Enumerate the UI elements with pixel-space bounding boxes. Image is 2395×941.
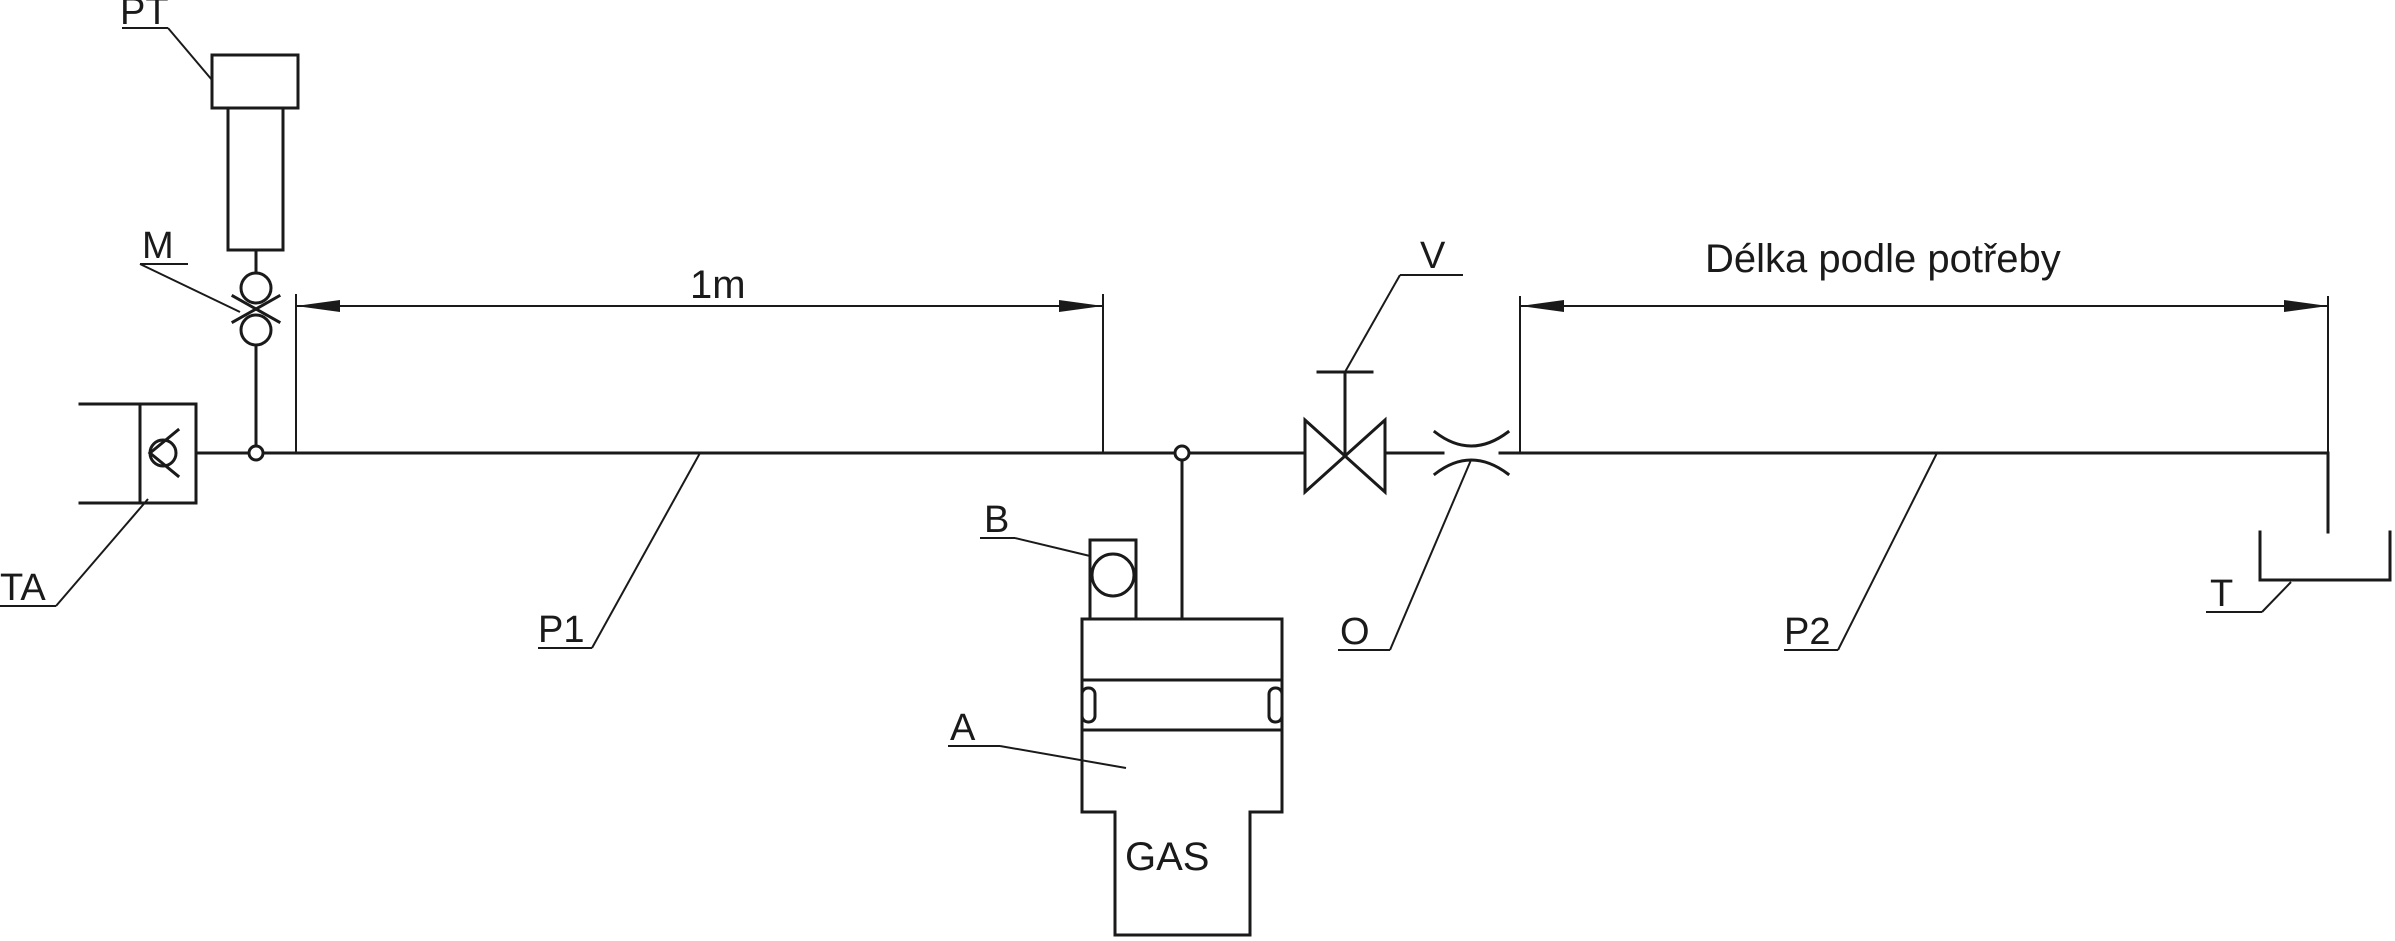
dimension-right-label: Délka podle potřeby [1705, 237, 2061, 281]
label-o: O [1340, 611, 1370, 653]
label-b: B [984, 499, 1009, 541]
leader-lines [0, 27, 2292, 769]
accumulator-branch [1173, 444, 1191, 621]
label-ta: TA [0, 567, 46, 609]
dimension-left-label: 1m [690, 263, 746, 307]
check-valve-ta [78, 402, 258, 505]
label-m: M [142, 225, 174, 267]
label-pt: PT [120, 0, 169, 33]
gas-valve-b [1088, 538, 1138, 621]
label-p1: P1 [538, 609, 584, 651]
main-pipe [194, 451, 2330, 534]
label-p2: P2 [1784, 611, 1830, 653]
orifice-o [1432, 429, 1511, 477]
dimension-length [1519, 296, 2329, 453]
label-a: A [950, 707, 976, 749]
dimension-1m [295, 294, 1104, 453]
gauge-branch [210, 53, 300, 462]
label-t: T [2210, 573, 2233, 615]
accumulator-a [1080, 617, 1284, 937]
tank-t [2258, 530, 2392, 582]
label-v: V [1420, 235, 1446, 277]
label-gas: GAS [1125, 835, 1209, 879]
shutoff-valve-v [1303, 370, 1387, 496]
